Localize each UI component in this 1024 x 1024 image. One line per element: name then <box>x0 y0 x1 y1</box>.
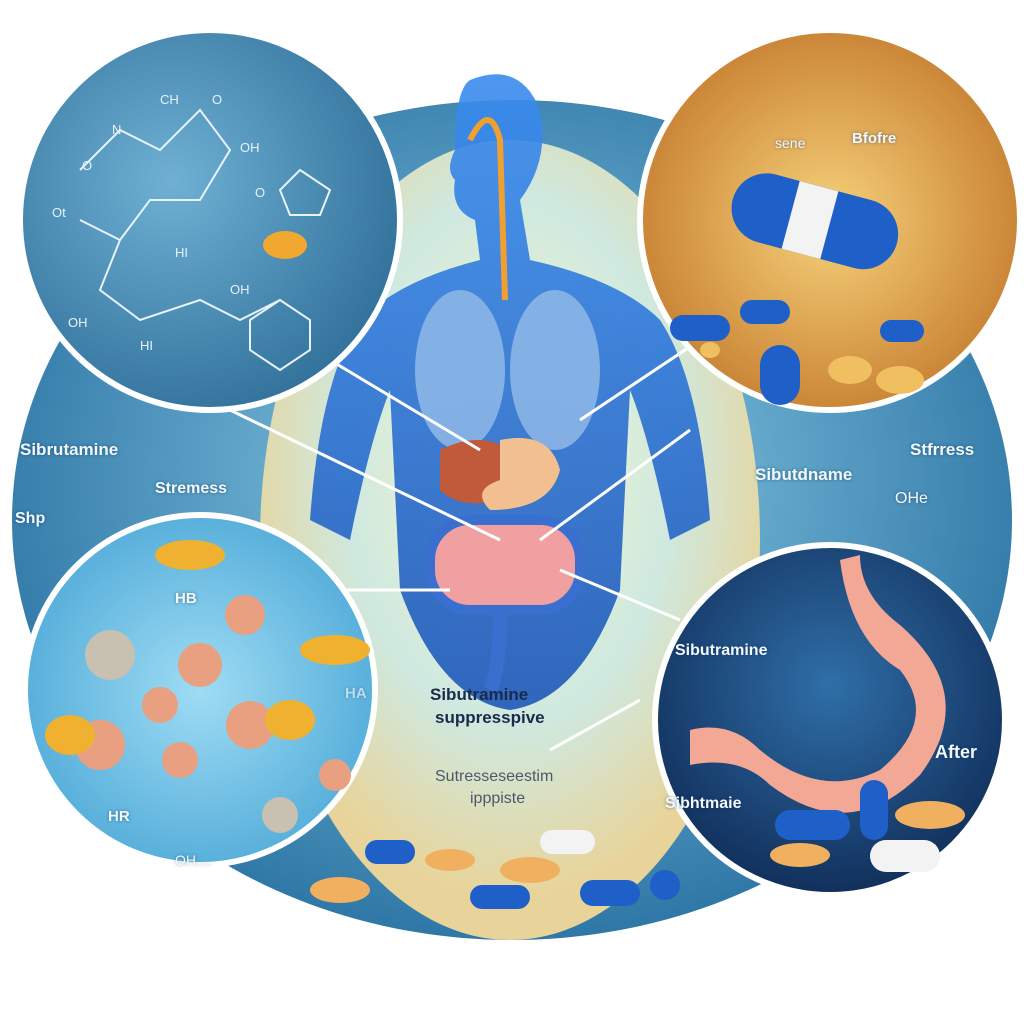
label-right-ohe: OHe <box>895 490 928 507</box>
label-hb: HB <box>175 590 197 607</box>
intestines <box>425 515 585 615</box>
tablets <box>45 540 370 755</box>
panel-stomach-after <box>652 542 1008 898</box>
capsules <box>670 300 924 405</box>
label-after: After <box>935 742 978 762</box>
label-center-main: Sibutramine <box>430 685 529 704</box>
tablets <box>700 342 924 394</box>
bottom-center-pills <box>310 830 680 909</box>
bottom-right-pills <box>770 780 965 872</box>
chem-label: Ot <box>52 205 66 220</box>
label-center-sub: suppresspive <box>435 708 545 727</box>
chem-label: HI <box>175 245 188 260</box>
tablet <box>263 231 307 259</box>
label-sene: sene <box>775 135 806 151</box>
panel-molecule-structure <box>17 27 403 413</box>
chem-label: O <box>212 92 223 107</box>
chem-label: O <box>82 158 93 173</box>
stomach-illustration <box>690 555 946 813</box>
chem-label: OH <box>68 315 88 330</box>
label-center-lower1: Sutresseseestim <box>435 768 554 785</box>
connector-lines <box>229 338 701 752</box>
label-left-main: Sibrutamine <box>20 440 119 459</box>
label-center-lower2: ipppiste <box>470 790 526 807</box>
label-hr: HR <box>108 808 130 825</box>
label-before: Bfofre <box>852 130 897 147</box>
human-silhouette <box>310 74 710 711</box>
lungs-right <box>510 290 600 450</box>
chem-label: OH <box>240 140 260 155</box>
label-br-sub: Sibhtmaie <box>665 795 742 812</box>
chem-label: N <box>112 122 122 137</box>
chem-label: O <box>255 185 266 200</box>
molecule-diagram <box>79 108 332 372</box>
label-br-main: Sibutramine <box>675 642 768 659</box>
chem-label: OH <box>230 282 250 297</box>
chem-label: CH <box>160 92 179 107</box>
label-right-main: Sibutdname <box>755 465 853 484</box>
virus-particle <box>85 630 135 680</box>
panel-molecules <box>22 512 378 868</box>
chem-label: HI <box>140 338 153 353</box>
label-left-stress: Stremess <box>155 480 228 497</box>
virus-particle <box>262 797 298 833</box>
large-capsule <box>731 173 899 270</box>
label-oh: OH.... <box>175 852 212 868</box>
label-left-shp: Shp <box>15 510 46 527</box>
label-ha: HA <box>345 685 367 702</box>
lungs-left <box>415 290 505 450</box>
stomach-organ <box>482 438 560 510</box>
label-right-stress: Stfrress <box>910 440 975 459</box>
